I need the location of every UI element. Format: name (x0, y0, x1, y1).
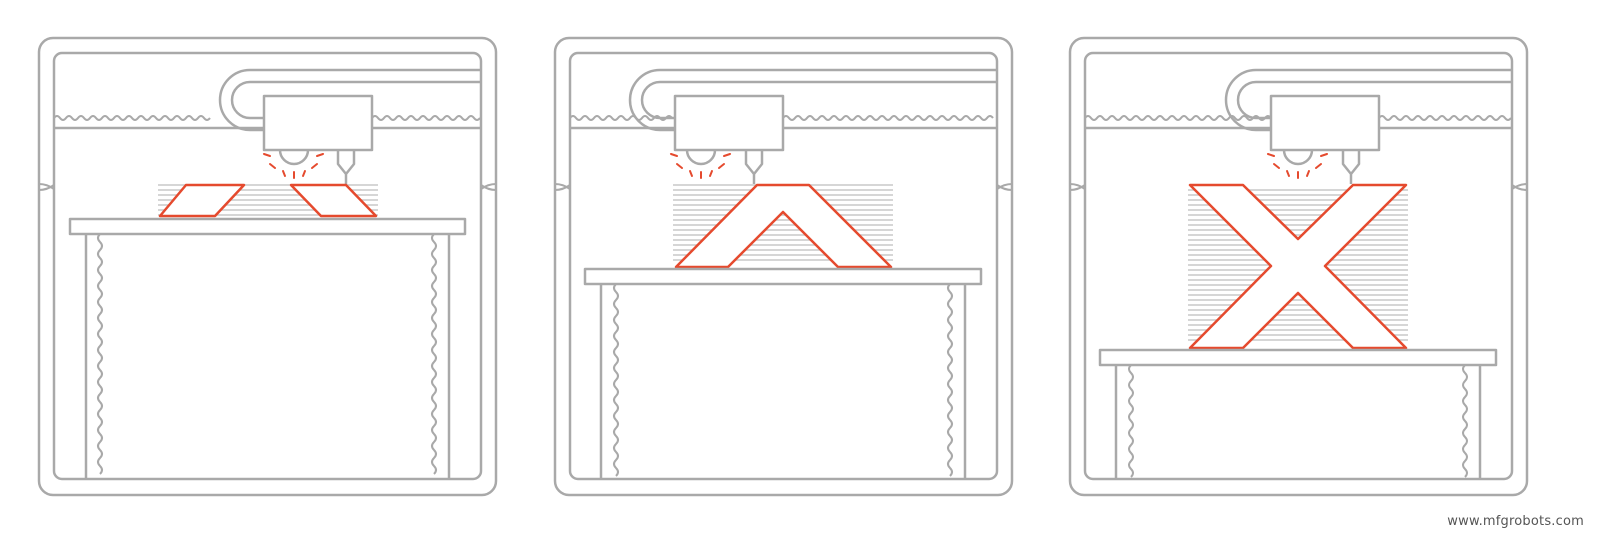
casing-notch-right (480, 183, 497, 191)
gantry-belt-left (1084, 115, 1272, 121)
build-platform (583, 267, 983, 286)
uv-rays (263, 153, 324, 179)
nozzle (744, 150, 764, 184)
gantry-belt-right (782, 115, 994, 121)
gantry-belt-right (1378, 115, 1512, 121)
print-head (673, 94, 785, 152)
printer-frame (1083, 51, 1514, 481)
bellows-left (1128, 364, 1134, 478)
casing-notch-right (1511, 183, 1528, 191)
uv-rays (1267, 153, 1328, 179)
bellows-right (431, 233, 437, 475)
build-platform (68, 217, 467, 236)
build-platform (1098, 348, 1498, 367)
bellows-left (97, 233, 103, 475)
uv-lamp (278, 149, 310, 166)
watermark-text: www.mfgrobots.com (1447, 514, 1584, 529)
bellows-right (1462, 364, 1468, 478)
nozzle (336, 150, 356, 184)
printer-casing (37, 36, 498, 497)
casing-notch-left (554, 183, 571, 191)
gantry-belt-left (53, 115, 211, 121)
printer-stage-2 (553, 36, 1014, 497)
printer-casing (1068, 36, 1529, 497)
printer-frame (568, 51, 999, 481)
bellows-right (947, 283, 953, 477)
gantry-belt-left (569, 115, 673, 121)
uv-lamp (685, 149, 717, 166)
printer-frame (52, 51, 483, 481)
bellows-left (613, 283, 619, 477)
printed-part (1188, 183, 1408, 350)
casing-notch-right (996, 183, 1013, 191)
printed-part (158, 183, 378, 218)
print-head (1269, 94, 1381, 152)
printer-stage-3 (1068, 36, 1529, 497)
gantry-belt-right (371, 115, 481, 121)
casing-notch-left (1069, 183, 1086, 191)
printer-casing (553, 36, 1014, 497)
print-head (262, 94, 374, 152)
casing-notch-left (38, 183, 55, 191)
printer-stage-1 (37, 36, 498, 497)
printed-part (674, 183, 893, 269)
nozzle (1341, 150, 1361, 184)
uv-lamp (1282, 149, 1314, 166)
uv-rays (670, 153, 731, 179)
